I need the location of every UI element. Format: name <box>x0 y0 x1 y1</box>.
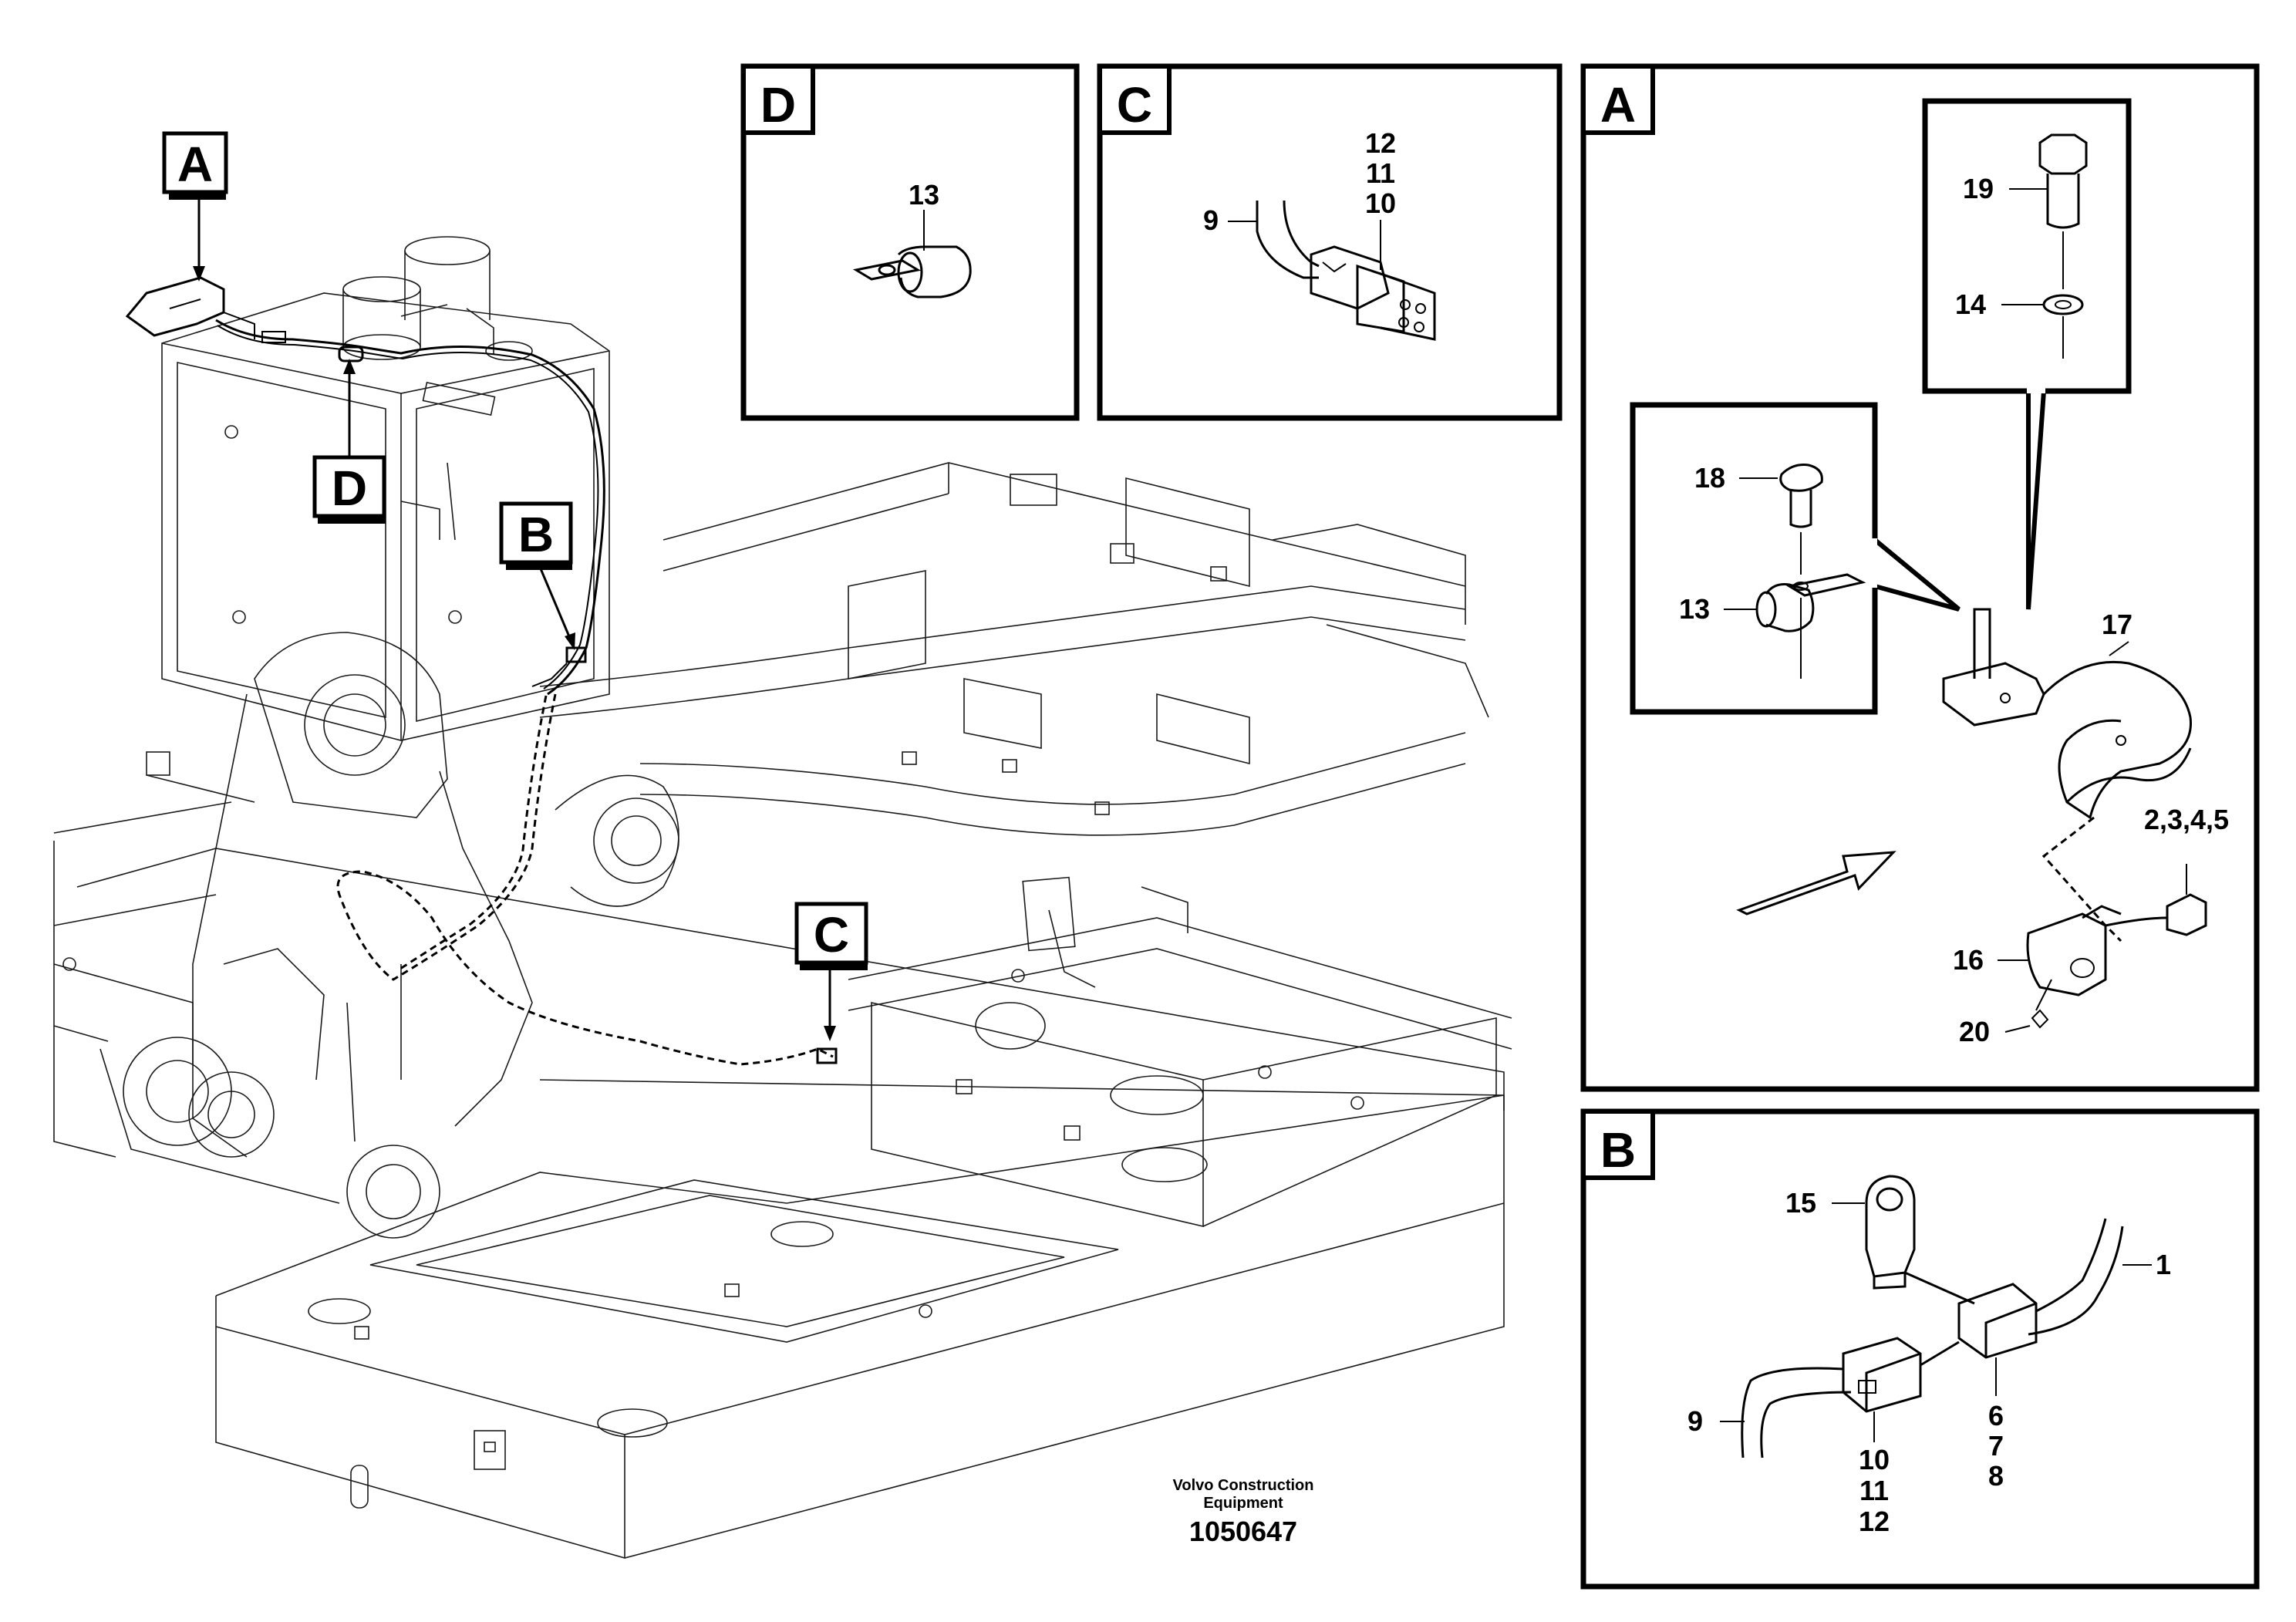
panel-b-part-15: 15 <box>1785 1187 1816 1219</box>
panel-b-part-6: 6 <box>1988 1400 2004 1431</box>
callout-c-label: C <box>814 907 849 963</box>
panel-b-letter: B <box>1600 1122 1636 1178</box>
panel-d-part-13: 13 <box>909 179 939 211</box>
maker-line-2: Equipment <box>1203 1495 1283 1512</box>
panel-c-part-10: 10 <box>1365 187 1396 219</box>
cable-harness <box>215 319 605 696</box>
main-assembly-drawing: A D B C Volvo <box>53 131 1512 1559</box>
connector-c-detail <box>1256 200 1436 341</box>
panel-b-part-12: 12 <box>1859 1506 1890 1537</box>
panel-b-part-10: 10 <box>1859 1444 1890 1475</box>
maker-line-1: Volvo Construction <box>1173 1477 1314 1494</box>
lower-frame-illustration <box>76 848 1512 1228</box>
detail-panel-c: C 12 11 10 9 <box>1097 63 1563 421</box>
callout-a-main: A <box>162 131 228 282</box>
side-frame-illustration <box>53 751 255 1158</box>
panel-c-part-12: 12 <box>1365 127 1396 159</box>
connector-b-illustration <box>531 646 587 687</box>
clamp-d-illustration <box>338 346 364 363</box>
drawing-footer: Volvo Construction Equipment 1050647 <box>1173 1477 1314 1547</box>
panel-a-part-19: 19 <box>1963 173 1994 204</box>
panel-a-part-16: 16 <box>1953 944 1984 976</box>
inset-bolt-clip: 18 13 <box>1630 402 1961 715</box>
cable-harness-inner <box>217 325 599 690</box>
connector-101112: 9 10 11 12 <box>1687 1337 1960 1537</box>
panel-a-part-20: 20 <box>1959 1016 1990 1047</box>
panel-c-part-11: 11 <box>1366 157 1395 189</box>
callout-b-main: B <box>499 501 575 650</box>
callout-b-label: B <box>518 507 554 562</box>
inset-bolt-washer: 19 14 <box>1922 98 2132 610</box>
panel-a-part-18: 18 <box>1694 462 1725 494</box>
frame-rails-illustration <box>539 462 1489 836</box>
connector-c-illustration <box>816 1047 838 1064</box>
sensor-part-16: 2,3,4,5 16 20 <box>1953 804 2229 1047</box>
panel-a-part-2345: 2,3,4,5 <box>2144 804 2229 835</box>
detail-panel-d: D 13 <box>740 63 1080 421</box>
callout-d-label: D <box>332 460 367 516</box>
terminal-lead <box>1904 1271 1975 1305</box>
panel-b-part-11: 11 <box>1859 1475 1889 1506</box>
panel-a-letter: A <box>1600 77 1636 133</box>
tank-illustration <box>161 236 610 741</box>
bracket-to-sensor-link <box>2041 816 2122 943</box>
dashed-cable-route <box>336 693 834 1066</box>
panel-b-part-1: 1 <box>2156 1249 2171 1280</box>
detail-panel-b: B 15 1 6 7 8 <box>1580 1108 2260 1590</box>
panel-a-part-17: 17 <box>2102 609 2132 640</box>
component-a-illustration <box>125 276 286 343</box>
panel-b-part-9: 9 <box>1687 1405 1703 1437</box>
detail-panel-a: A 19 14 <box>1580 63 2260 1092</box>
panel-d-letter: D <box>760 77 796 133</box>
bottom-plate-illustration <box>215 1094 1505 1559</box>
panel-c-letter: C <box>1117 77 1152 133</box>
callout-c-main: C <box>794 902 868 1041</box>
bracket-part-17: 17 <box>1942 608 2192 820</box>
connector-678: 1 6 7 8 <box>1957 1218 2171 1492</box>
boom-pivot-illustration <box>99 632 679 1239</box>
panel-b-part-8: 8 <box>1988 1460 2004 1492</box>
clip-part-13 <box>852 245 972 298</box>
panel-b-part-7: 7 <box>1988 1430 2004 1462</box>
panel-a-part-13: 13 <box>1679 593 1710 625</box>
panel-c-part-9: 9 <box>1203 204 1219 236</box>
drawing-number: 1050647 <box>1189 1516 1297 1547</box>
ring-terminal-part-15: 15 <box>1785 1175 1916 1290</box>
callout-a-label: A <box>177 137 213 192</box>
callout-d-main: D <box>312 359 386 524</box>
panel-a-part-14: 14 <box>1955 288 1986 320</box>
view-direction-arrow <box>1736 851 1896 916</box>
